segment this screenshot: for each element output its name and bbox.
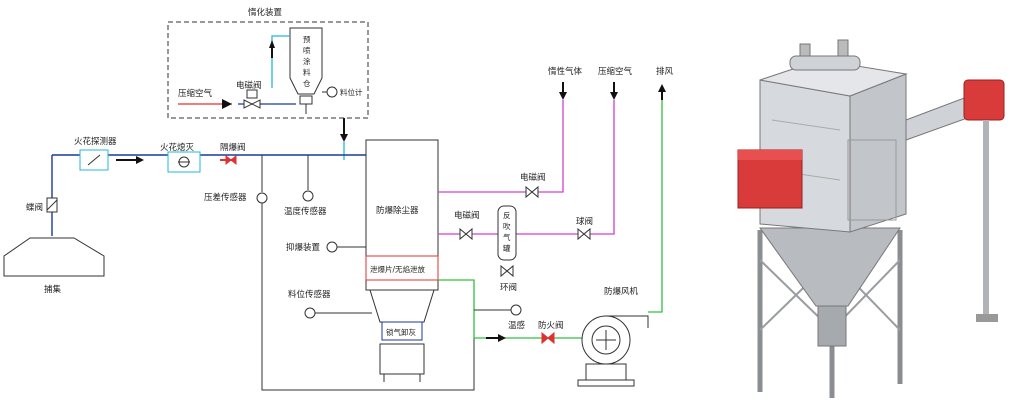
pressure-sensor: 压差传感器 xyxy=(204,155,268,204)
solenoid-valve-right-label: 电磁阀 xyxy=(520,172,546,183)
solenoid-valve-top-icon xyxy=(243,89,261,109)
vent-panel-label: 泄爆片/无焰泄放 xyxy=(370,264,426,274)
hopper-char-3: 料 xyxy=(303,67,311,77)
pulse-tank-char-3: 罐 xyxy=(503,243,511,253)
level-meter-label: 料位计 xyxy=(340,87,363,97)
hopper-feed-lines xyxy=(269,35,348,160)
spark-extinguisher-label: 火花熄灭 xyxy=(160,142,195,153)
inert-gas-label: 惰性气体 xyxy=(548,66,583,77)
solenoid-valve-mid-label: 电磁阀 xyxy=(454,210,480,221)
compressed-air-label: 压缩空气 xyxy=(178,88,213,99)
hopper-char-1: 喷 xyxy=(303,45,311,55)
collector: 防爆除尘器 泄爆片/无焰泄放 锁气卸灰 xyxy=(365,139,439,382)
compressed-air-2-label: 压缩空气 xyxy=(598,66,633,77)
level-sensor: 料位传感器 xyxy=(288,289,372,319)
temp-sensor-2-label: 温感 xyxy=(508,320,526,331)
exhaust-line: 排风 xyxy=(438,66,674,342)
temp-sensor-2: 温感 xyxy=(474,304,526,331)
hopper: 预 喷 涂 料 仓 料位计 xyxy=(289,27,363,105)
spark-detector: 火花探测器 xyxy=(74,136,144,171)
isolation-valve: 隔爆阀 xyxy=(220,142,246,166)
suppression-device-label: 抑爆装置 xyxy=(286,242,321,253)
collector-render xyxy=(737,39,1005,398)
pressure-sensor-label: 压差传感器 xyxy=(204,192,247,203)
fan-label: 防爆风机 xyxy=(604,286,639,297)
level-sensor-label: 料位传感器 xyxy=(288,289,331,300)
level-meter-icon xyxy=(326,86,338,98)
pulse-tank: 反 吹 气 罐 环阀 xyxy=(497,205,517,293)
flame-valve: 防火阀 xyxy=(538,320,564,345)
spark-extinguisher: 火花熄灭 xyxy=(160,142,201,173)
pulse-tank-char-1: 吹 xyxy=(503,221,511,231)
ring-valve-label: 环阀 xyxy=(500,283,517,293)
hopper-char-0: 预 xyxy=(303,34,311,44)
suppression-device: 抑爆装置 xyxy=(286,241,366,253)
inerting-device-group: 惰化装置 xyxy=(167,7,369,119)
ball-valve-label: 球阀 xyxy=(576,216,593,227)
temperature-sensor-label: 温度传感器 xyxy=(284,206,327,217)
explosion-proof-fan: 防爆风机 xyxy=(577,286,649,387)
butterfly-valve-label: 蝶阀 xyxy=(26,202,43,213)
compressed-air-line: 压缩空气 电磁阀 xyxy=(178,80,296,109)
temperature-sensor: 温度传感器 xyxy=(284,155,327,217)
hopper-char-4: 仓 xyxy=(303,78,311,88)
hood-group: 蝶阀 捕集 xyxy=(3,197,105,295)
isolation-valve-label: 隔爆阀 xyxy=(220,142,246,153)
inerting-device-label: 惰化装置 xyxy=(248,7,283,18)
collector-label: 防爆除尘器 xyxy=(376,205,419,216)
exhaust-label: 排风 xyxy=(656,66,674,77)
flame-valve-label: 防火阀 xyxy=(538,320,564,331)
solenoid-valve-top-label: 电磁阀 xyxy=(236,80,262,91)
compressed-air-line-2: 压缩空气 球阀 电磁阀 xyxy=(438,66,633,241)
pulse-tank-char-2: 气 xyxy=(503,232,511,242)
hood-label: 捕集 xyxy=(44,284,62,295)
inert-gas-line: 惰性气体 电磁阀 xyxy=(438,66,583,199)
discharge-valve-label: 锁气卸灰 xyxy=(386,327,416,337)
hopper-char-2: 涂 xyxy=(303,56,311,66)
spark-detector-label: 火花探测器 xyxy=(74,136,117,147)
pulse-tank-char-0: 反 xyxy=(503,210,511,220)
